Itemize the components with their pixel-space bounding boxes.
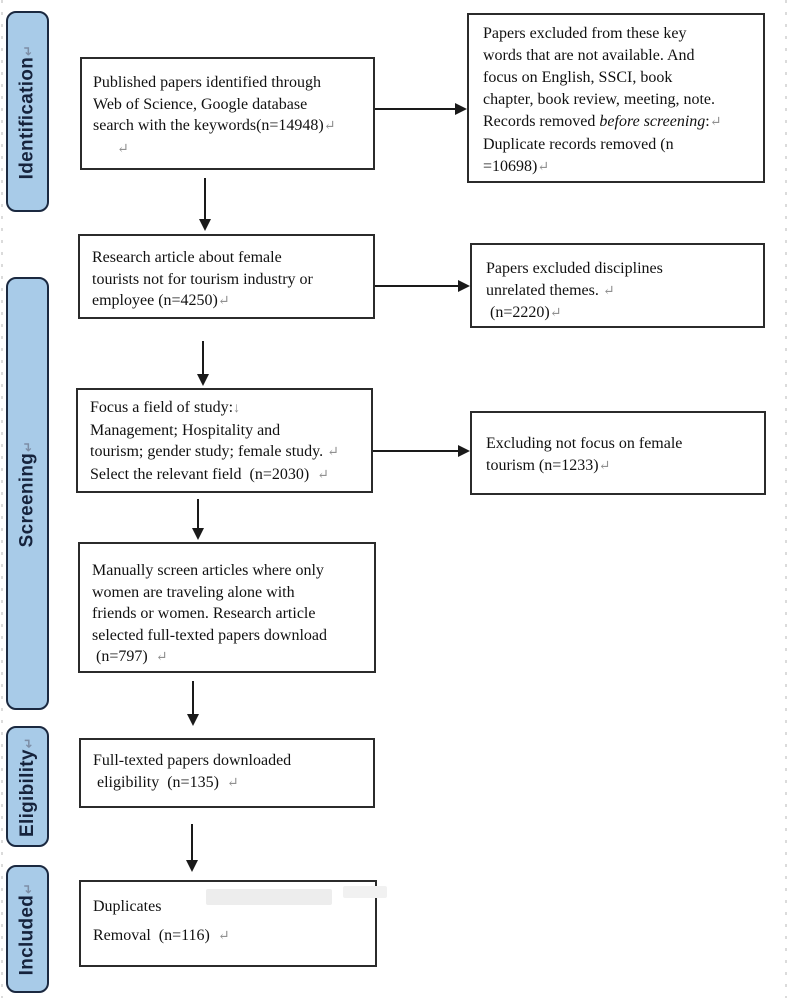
return-mark: ↵: [155, 650, 168, 665]
stage-label-text: Included: [16, 894, 38, 976]
box-text-line: friends or women. Research article: [92, 605, 316, 622]
box-fulltext-eligibility: Full-texted papers downloaded eligibilit…: [79, 738, 375, 808]
box-text-line: (n=2220)↵: [486, 304, 562, 321]
box-text-line: employee (n=4250)↵: [92, 292, 230, 309]
return-mark: ↵: [217, 929, 230, 944]
box-excluded-disciplines: Papers excluded disciplines unrelated the…: [470, 243, 765, 328]
return-mark: ↵: [20, 440, 36, 452]
stage-label-eligibility: Eligibility↵: [6, 726, 49, 847]
return-mark: ↵: [598, 458, 611, 474]
box-text-line: selected full-texted papers download: [92, 626, 328, 644]
box-text-line: search with the keywords(n=14948)↵: [93, 117, 336, 134]
stage-label-text: Eligibility: [16, 748, 38, 837]
stage-label-text: Identification: [16, 56, 38, 179]
box-text-line: chapter, book review, meeting, note.: [483, 91, 716, 108]
box-text-line: Focus a field of study:↓: [90, 399, 241, 416]
box-text-line: Select the relevant field (n=2030) ↵: [90, 465, 329, 483]
return-mark: ↓: [233, 401, 241, 416]
return-mark: ↵: [226, 775, 239, 791]
box-text-line: tourists not for tourism industry or: [92, 270, 313, 288]
box-text-line: Manually screen articles where only: [92, 562, 324, 579]
return-mark: ↵: [20, 44, 36, 56]
box-text-line: Papers excluded from these key: [483, 25, 687, 42]
box-text-line: =10698)↵: [483, 158, 550, 175]
box-text-line: focus on English, SSCI, book: [483, 69, 673, 86]
arrow-down-4: [187, 681, 199, 726]
box-text-line: eligibility (n=135) ↵: [93, 773, 239, 791]
box-text-line: tourism; gender study; female study. ↵: [90, 443, 339, 460]
box-text-line: Web of Science, Google database: [93, 95, 308, 113]
box-text-line: Duplicates: [93, 898, 162, 915]
return-mark: ↵: [323, 119, 336, 134]
box-text-line: women are traveling alone with: [92, 583, 295, 601]
box-text-line: Full-texted papers downloaded: [93, 752, 292, 769]
box-field-of-study-selected: Focus a field of study:↓ Management; Hosp…: [76, 388, 373, 493]
box-text-line: Research article about female: [92, 249, 282, 266]
box-excluded-not-female-tourism: Excluding not focus on female tourism (n=…: [470, 411, 766, 495]
arrow-down-5: [186, 824, 198, 872]
box-research-articles-screened: Research article about female tourists no…: [78, 234, 375, 319]
box-text-line: Management; Hospitality and: [90, 421, 281, 439]
arrow-down-1: [199, 178, 211, 231]
return-mark: ↵: [537, 160, 550, 175]
box-text-line: Removal (n=116) ↵: [93, 927, 230, 944]
arrow-right-screening-1: [375, 280, 470, 292]
box-excluded-keywords: Papers excluded from these key words that…: [467, 13, 765, 183]
arrow-down-2: [197, 341, 209, 386]
return-mark: ↵: [217, 294, 230, 309]
arrow-right-screening-2: [373, 445, 470, 457]
return-mark: ↵: [709, 115, 722, 130]
box-text-line: unrelated themes. ↵: [486, 281, 615, 299]
highlight-artifact: [206, 889, 332, 905]
return-mark: ↵: [327, 445, 339, 460]
return-mark: ↵: [20, 882, 36, 894]
highlight-artifact: [343, 886, 387, 898]
return-mark: ↵: [549, 306, 562, 321]
box-manual-screening: Manually screen articles where only women…: [78, 542, 376, 673]
box-text-line: Records removed before screening:↵: [483, 113, 722, 130]
arrow-down-3: [192, 499, 204, 540]
box-text-line: Duplicate records removed (n: [483, 136, 674, 153]
box-text-line: ↵: [93, 138, 367, 161]
box-text-line: Published papers identified through: [93, 74, 321, 91]
box-text-line: (n=797) ↵: [92, 648, 168, 665]
arrow-right-identification: [375, 103, 467, 115]
box-text-line: Papers excluded disciplines: [486, 260, 663, 277]
stage-label-identification: Identification↵: [6, 11, 49, 212]
return-mark: ↵: [20, 736, 36, 748]
stage-label-included: Included↵: [6, 865, 49, 993]
stage-label-text: Screening: [16, 452, 38, 547]
box-text-line: tourism (n=1233)↵: [486, 456, 611, 474]
box-text-line: Excluding not focus on female: [486, 435, 683, 452]
return-mark: ↵: [602, 283, 615, 299]
stage-label-screening: Screening↵: [6, 277, 49, 710]
return-mark: ↵: [117, 141, 129, 157]
box-text-line: words that are not available. And: [483, 47, 695, 64]
return-mark: ↵: [317, 467, 329, 483]
